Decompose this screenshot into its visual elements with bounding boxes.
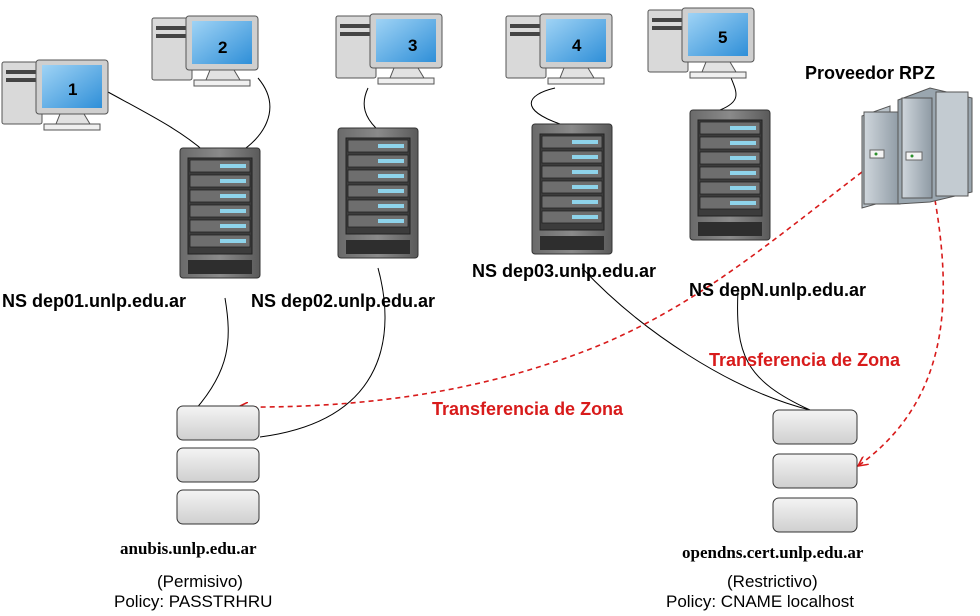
ns-depN-label: NS depN.unlp.edu.ar — [689, 280, 866, 300]
zone-transfer-label: Transferencia de Zona — [709, 350, 901, 370]
anubis-host-label: anubis.unlp.edu.ar — [120, 539, 257, 558]
workstation-number: 3 — [408, 36, 417, 55]
link-ns1-anubis — [194, 297, 229, 411]
labels: NS dep01.unlp.edu.ar NS dep02.unlp.edu.a… — [2, 63, 935, 611]
zone-transfer-label: Transferencia de Zona — [432, 399, 624, 419]
opendns-database-icon — [772, 409, 858, 533]
opendns-policy-label: Policy: CNAME localhost — [666, 592, 854, 611]
anubis-database-icon — [176, 405, 260, 525]
connection-lines — [107, 69, 811, 438]
link-ns4-opendns — [737, 289, 811, 411]
anubis-mode-label: (Permisivo) — [157, 572, 243, 591]
ns-depN-server — [689, 109, 771, 241]
name-servers — [179, 109, 771, 279]
workstation-number: 4 — [572, 36, 582, 55]
workstation-5: 5 — [647, 7, 755, 79]
ns-dep03-server — [531, 123, 613, 255]
workstation-1: 1 — [1, 59, 109, 131]
rpz-provider-server — [861, 87, 973, 209]
workstation-4: 4 — [505, 13, 613, 85]
ns-dep01-server — [179, 147, 261, 279]
workstation-number: 2 — [218, 38, 227, 57]
link-pc4-ns3 — [530, 87, 561, 125]
zone-transfer-arrows — [238, 171, 945, 466]
link-pc3-ns2 — [363, 87, 379, 131]
ns-dep02-server — [337, 127, 419, 259]
anubis-policy-label: Policy: PASSTRHRU — [114, 592, 272, 611]
opendns-mode-label: (Restrictivo) — [727, 572, 818, 591]
link-pc2-ns1 — [239, 77, 271, 153]
workstation-number: 5 — [718, 28, 727, 47]
ns-dep01-label: NS dep01.unlp.edu.ar — [2, 291, 186, 311]
transfer-to-opendns-arrow — [858, 199, 945, 466]
ns-dep03-label: NS dep03.unlp.edu.ar — [472, 261, 656, 281]
link-ns2-anubis — [259, 267, 386, 438]
resolvers — [176, 405, 858, 533]
workstation-2: 2 — [151, 15, 259, 87]
rpz-provider-label: Proveedor RPZ — [805, 63, 935, 83]
link-ns3-opendns — [581, 267, 811, 411]
ns-dep02-label: NS dep02.unlp.edu.ar — [251, 291, 435, 311]
workstations: 1 2 3 4 — [1, 7, 755, 131]
workstation-3: 3 — [335, 13, 443, 85]
link-pc1-ns1 — [107, 91, 206, 153]
workstation-number: 1 — [68, 80, 77, 99]
opendns-host-label: opendns.cert.unlp.edu.ar — [682, 543, 864, 562]
